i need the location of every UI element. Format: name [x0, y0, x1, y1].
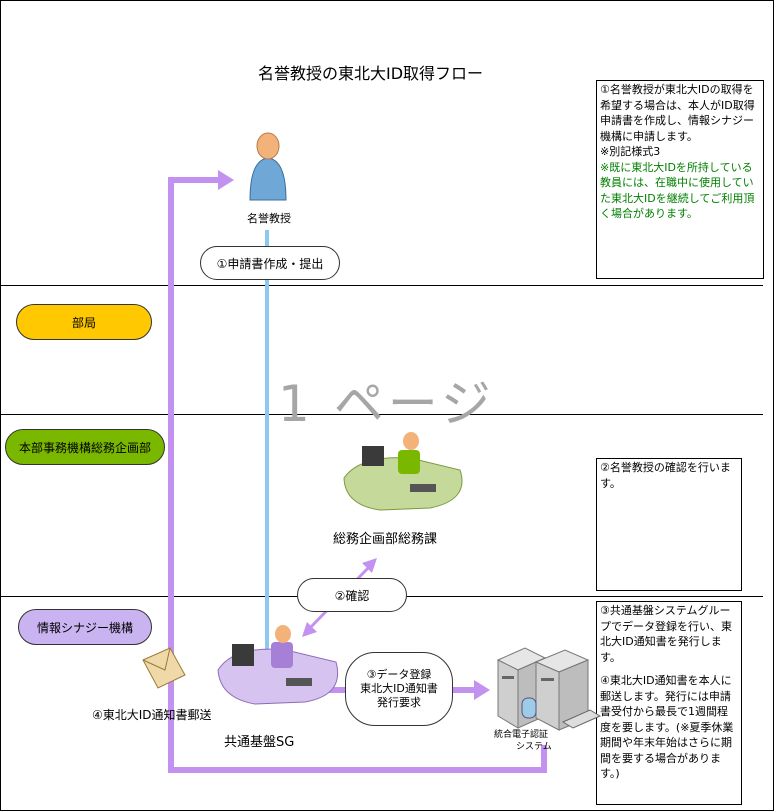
step4-label: ④東北大ID通知書郵送 [92, 708, 212, 722]
lane-label-bukyoku-text: 部局 [71, 315, 96, 330]
request-arrow-head [474, 680, 490, 700]
note-step1-green: ※既に東北大IDを所持している教員には、在職中に使用していた東北大IDを継続して… [600, 160, 755, 221]
return-arrow [168, 177, 547, 773]
lane-label-honbu: 本部事務機構総務企画部 [5, 429, 165, 465]
page-title: 名誉教授の東北大ID取得フロー [258, 64, 484, 83]
note-step3-p2: ④東北大ID通知書を本人に郵送します。発行には申請書受付から最長で1週間程度を要… [600, 674, 734, 780]
return-arrow-head [218, 170, 234, 190]
actor-kyotsu: 共通基盤SG [224, 735, 295, 750]
confirm-arrow-head-up [362, 558, 377, 573]
note-step2: ②名誉教授の確認を行います。 [596, 458, 742, 591]
step3-text-l3: 発行要求 [377, 696, 421, 709]
note-step1-sub: ※別記様式3 [600, 145, 661, 158]
step2-bubble: ②確認 [297, 578, 407, 612]
step3-text-l2: 東北大ID通知書 [360, 682, 438, 695]
note-step2-text: ②名誉教授の確認を行います。 [600, 461, 731, 490]
lane-label-honbu-text: 本部事務機構総務企画部 [18, 440, 151, 455]
lane-label-joho: 情報シナジー機構 [18, 609, 152, 645]
lane-label-bukyoku: 部局 [16, 304, 152, 340]
note-step1: ①名誉教授が東北大IDの取得を希望する場合は、本人がID取得申請書を作成し、情報… [596, 80, 764, 279]
note-step3-p1: ③共通基盤システムグループでデータ登録を行い、東北大ID通知書を発行します。 [600, 604, 732, 664]
lane-label-joho-text: 情報シナジー機構 [36, 620, 133, 635]
actor-somu: 総務企画部総務課 [333, 532, 438, 547]
lane-divider [1, 414, 763, 415]
step2-text: ②確認 [334, 588, 370, 603]
step1-bubble: ①申請書作成・提出 [200, 246, 340, 280]
confirm-arrow-head-down [302, 622, 317, 637]
actor-meiyo: 名誉教授 [247, 212, 291, 225]
step3-bubble: ③データ登録 東北大ID通知書 発行要求 [345, 652, 453, 726]
step3-text-l1: ③データ登録 [366, 668, 432, 681]
note-step3: ③共通基盤システムグループでデータ登録を行い、東北大ID通知書を発行します。 ④… [596, 601, 742, 805]
page-watermark: 1 ページ [278, 375, 495, 433]
note-step1-text: ①名誉教授が東北大IDの取得を希望する場合は、本人がID取得申請書を作成し、情報… [600, 83, 755, 143]
step1-text: ①申請書作成・提出 [216, 256, 324, 271]
actor-system-l2: システム [516, 742, 552, 752]
lane-divider [1, 285, 763, 286]
actor-system-l1: 統合電子認証 [494, 730, 549, 740]
